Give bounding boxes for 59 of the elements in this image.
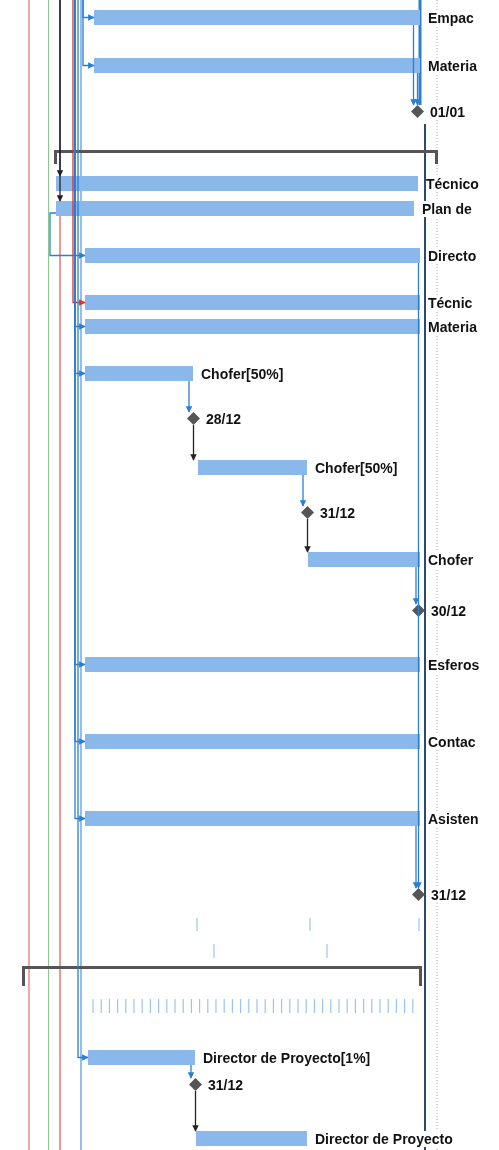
dependency-arrow: [192, 1090, 199, 1132]
milestone-diamond: [187, 412, 200, 425]
dependency-arrow: [190, 424, 197, 461]
dependency-arrow: [82, 0, 95, 69]
task-bar: [94, 58, 420, 73]
task-bar: [85, 295, 420, 310]
task-bar: [85, 657, 420, 672]
resource-label: Materia: [428, 318, 478, 335]
summary-bracket: [22, 966, 422, 986]
summary-bracket: [54, 150, 438, 164]
dependency-arrow: [414, 72, 421, 106]
dependency-arrow: [304, 518, 311, 553]
task-bar: [308, 552, 420, 567]
resource-label: Contac: [428, 733, 476, 750]
task-bar: [85, 366, 193, 381]
milestone-diamond: [412, 888, 425, 901]
milestone-date: 31/12: [431, 886, 467, 903]
dependency-arrow: [185, 380, 193, 413]
resource-label: Chofer: [428, 551, 474, 568]
dependency-arrow: [77, 0, 89, 1061]
resource-label: Directo: [428, 247, 477, 264]
dependency-arrow: [72, 0, 86, 306]
dependency-arrow: [299, 474, 307, 507]
milestone-diamond: [189, 1078, 202, 1091]
milestone-date: 30/12: [431, 602, 467, 619]
task-bar: [196, 1131, 307, 1146]
task-bar: [56, 176, 418, 191]
task-bar: [94, 10, 420, 25]
milestone-date: 01/01: [430, 103, 466, 120]
resource-label: Chofer[50%]: [201, 365, 284, 382]
dependency-arrow: [187, 1064, 195, 1079]
resource-label: Asisten: [428, 810, 479, 827]
dependency-arrow: [410, 24, 417, 106]
milestone-diamond: [412, 604, 425, 617]
resource-label: Director de Proyecto: [315, 1130, 453, 1147]
dependency-arrow: [49, 212, 86, 259]
milestone-date: 28/12: [206, 410, 242, 427]
resource-label: Técnico: [426, 175, 479, 192]
dependency-arrow: [412, 566, 420, 605]
task-bar: [56, 201, 414, 216]
resource-label: Técnic: [428, 294, 473, 311]
dependency-arrow: [415, 262, 422, 889]
milestone-diamond: [301, 506, 314, 519]
task-bar: [85, 811, 420, 826]
task-bar: [85, 319, 420, 334]
task-bar: [85, 248, 420, 263]
task-bar: [198, 460, 307, 475]
dependency-arrow: [412, 825, 420, 889]
task-bar: [88, 1050, 195, 1065]
milestone-date: 31/12: [320, 504, 356, 521]
milestone-date: 31/12: [208, 1076, 244, 1093]
milestone-diamond: [411, 105, 424, 118]
resource-label: Materia: [428, 57, 478, 74]
resource-label: Chofer[50%]: [315, 459, 398, 476]
task-bar: [85, 734, 420, 749]
resource-label: Plan de: [422, 200, 472, 217]
resource-label: Esferos: [428, 656, 480, 673]
resource-label: Director de Proyecto[1%]: [203, 1049, 371, 1066]
resource-label: Empac: [428, 9, 474, 26]
